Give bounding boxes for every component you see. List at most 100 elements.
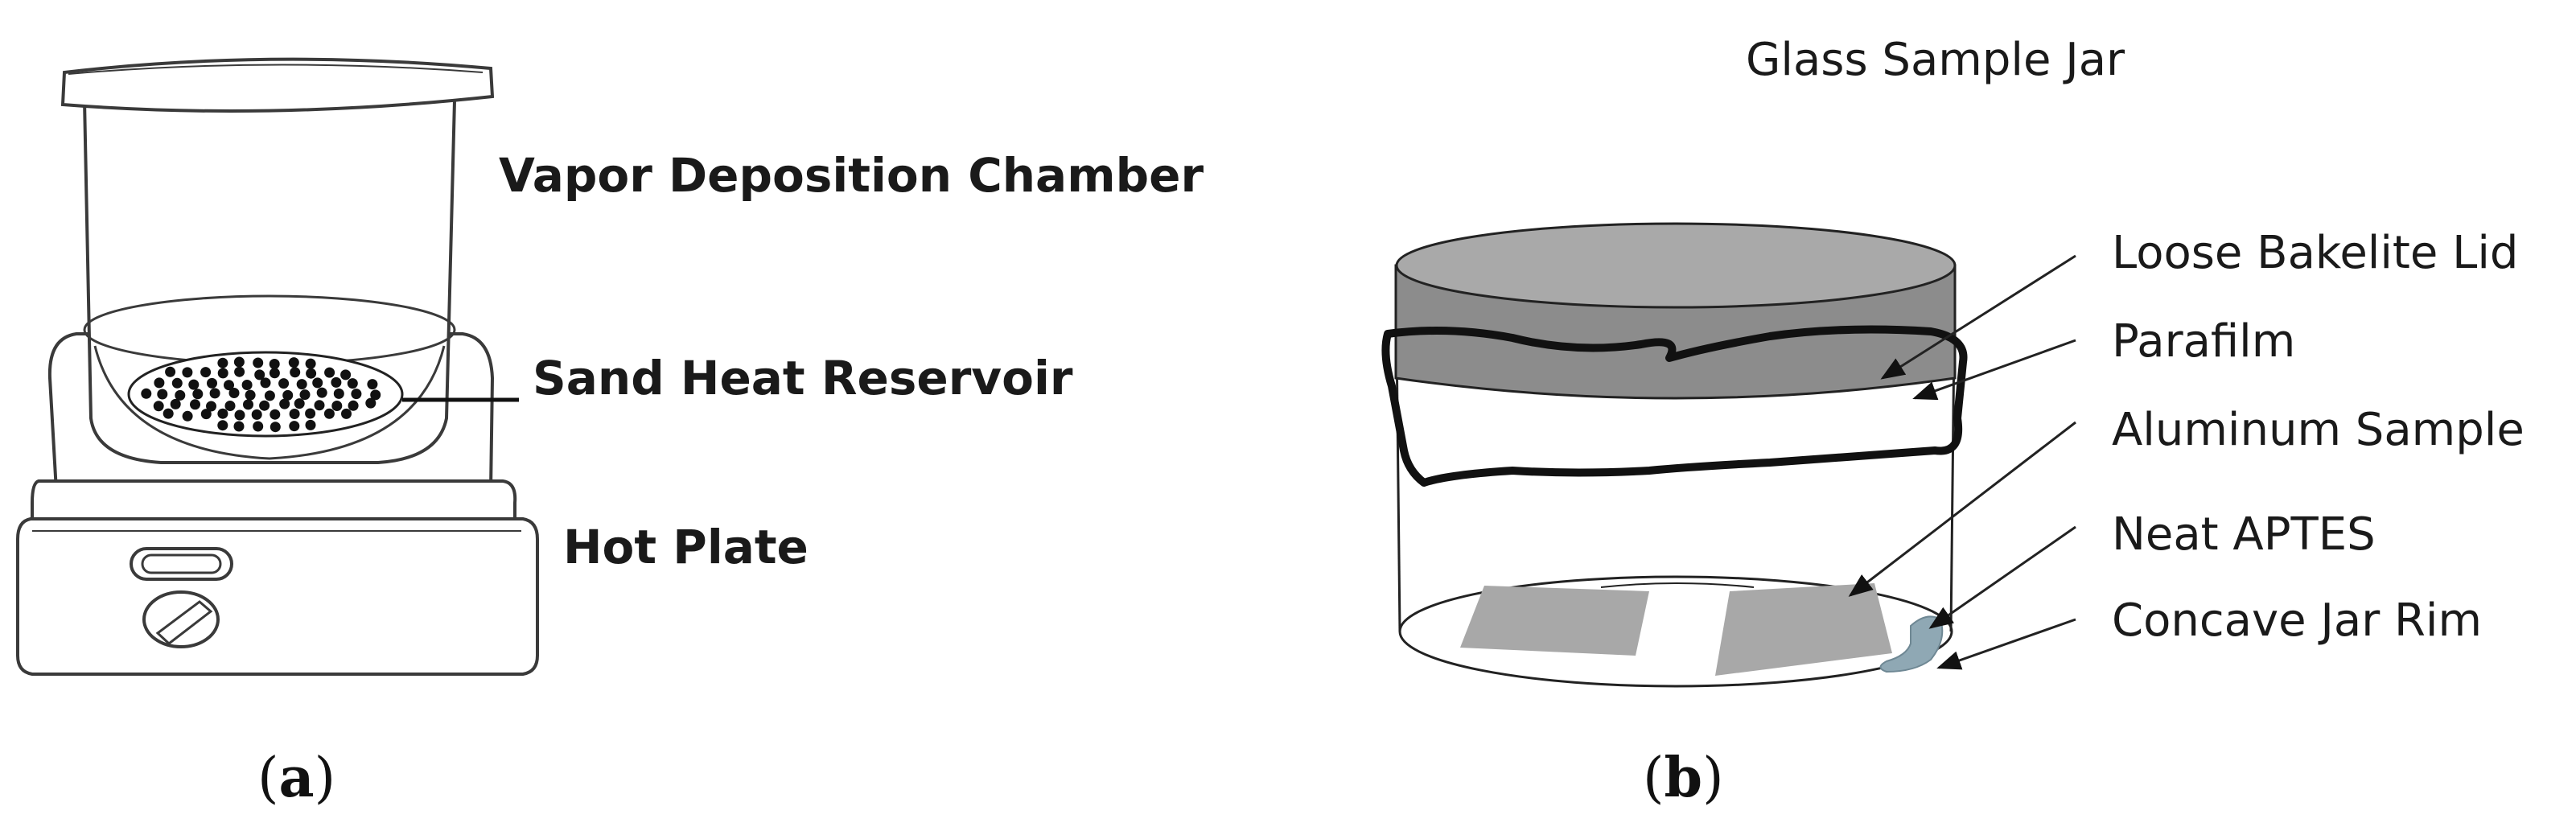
aluminum-sample-left (1460, 586, 1649, 656)
arrow-sample (1848, 421, 2076, 597)
sand-grain (200, 367, 212, 378)
sand-grain (290, 367, 301, 378)
sand-grain (340, 369, 352, 381)
sand-grain (278, 378, 290, 389)
sand-grain (370, 389, 381, 401)
sand-grain (182, 367, 193, 378)
sand-grain (228, 388, 240, 398)
sand-grain (206, 401, 216, 412)
sand-grain (299, 389, 311, 401)
sand-grain (270, 409, 281, 420)
sand-grain (279, 398, 290, 409)
sand-heat-reservoir (127, 351, 404, 438)
sand-grain (170, 398, 181, 409)
sand-grain (305, 419, 316, 430)
loose-bakelite-lid (1394, 222, 1957, 400)
sand-grain (253, 357, 264, 368)
label-neat-aptes: Neat APTES (2112, 508, 2376, 561)
label-vapor-deposition-chamber: Vapor Deposition Chamber (499, 148, 1204, 203)
sand-grain (294, 398, 305, 409)
sand-grain (207, 377, 217, 389)
sand-grain (217, 357, 228, 368)
sand-grain (269, 359, 280, 369)
sand-grain (209, 388, 220, 399)
sand-grain (254, 369, 265, 381)
sand-grain (288, 357, 299, 368)
label-aluminum-sample: Aluminum Sample (2112, 404, 2525, 456)
sand-grain (269, 368, 280, 379)
sand-grain (260, 377, 271, 389)
sand-grain (217, 408, 228, 419)
sand-grain (367, 379, 378, 390)
aluminum-samples (1460, 583, 1892, 676)
sand-grain (351, 389, 362, 400)
sand-grain (243, 399, 253, 410)
sand-grain (296, 379, 307, 390)
sand-grain (182, 410, 193, 422)
sand-grain (365, 397, 377, 409)
sand-grain (331, 401, 343, 411)
label-loose-bakelite-lid: Loose Bakelite Lid (2112, 227, 2518, 279)
aluminum-sample-right (1715, 583, 1892, 676)
sand-grain (347, 378, 358, 389)
sand-grain (324, 367, 335, 378)
sand-grain (224, 401, 236, 411)
sand-grain (333, 388, 344, 399)
label-sand-heat-reservoir: Sand Heat Reservoir (533, 351, 1073, 405)
panel-a: Vapor Deposition Chamber Sand Heat Reser… (16, 57, 1204, 810)
sand-grain (171, 377, 183, 389)
sand-grain (245, 389, 256, 401)
sand-grain (200, 409, 212, 420)
sand-grain (234, 366, 245, 377)
sand-grain (289, 421, 300, 432)
sand-grain (233, 421, 245, 432)
sand-grain (217, 368, 228, 379)
sand-grain (188, 379, 200, 390)
indicator-slot (130, 547, 233, 581)
panel-b: Glass Sample Jar (1381, 34, 2525, 810)
sand-grain (312, 377, 323, 389)
arrow-parafilm (1912, 339, 2076, 401)
sand-grain (217, 420, 228, 431)
sand-grain (141, 388, 152, 399)
sand-grain (264, 390, 275, 401)
sand-grain (241, 380, 253, 390)
arrow-lid (1880, 254, 2076, 380)
sand-grain (153, 401, 164, 412)
arrow-aptes (1928, 525, 2076, 629)
sand-grain (331, 376, 342, 388)
sand-grain (233, 356, 245, 368)
sand-grain (314, 400, 325, 411)
arrow-rim (1936, 618, 2076, 670)
title-glass-sample-jar: Glass Sample Jar (1746, 34, 2125, 86)
callout-arrows (1848, 254, 2076, 670)
sand-grain (316, 387, 327, 398)
parafilm-wrap (1381, 325, 1968, 487)
concave-jar-rim (1398, 575, 1953, 688)
sand-grain (289, 409, 300, 419)
sand-grain (323, 408, 335, 419)
sand-grain (306, 368, 317, 379)
label-hot-plate: Hot Plate (563, 520, 809, 574)
sand-grain (348, 400, 359, 411)
panel-label-b: (b) (1643, 746, 1724, 810)
sand-grain (341, 408, 352, 419)
label-parafilm: Parafilm (2112, 315, 2295, 368)
sand-grain (157, 389, 168, 400)
sand-grain (224, 380, 234, 391)
sand-grain (163, 408, 174, 419)
sand-grain (253, 421, 264, 432)
sand-grain (190, 399, 200, 410)
control-knob (142, 590, 220, 648)
label-concave-jar-rim: Concave Jar Rim (2112, 594, 2482, 647)
sand-grain (234, 409, 245, 421)
sand-grain (259, 400, 270, 411)
panel-label-a: (a) (257, 746, 335, 810)
sand-grain (282, 389, 294, 401)
sand-grain (165, 366, 176, 377)
sand-grain (305, 408, 316, 419)
sand-grain (154, 377, 165, 389)
sand-grain (251, 409, 262, 420)
sand-grain (192, 389, 204, 400)
